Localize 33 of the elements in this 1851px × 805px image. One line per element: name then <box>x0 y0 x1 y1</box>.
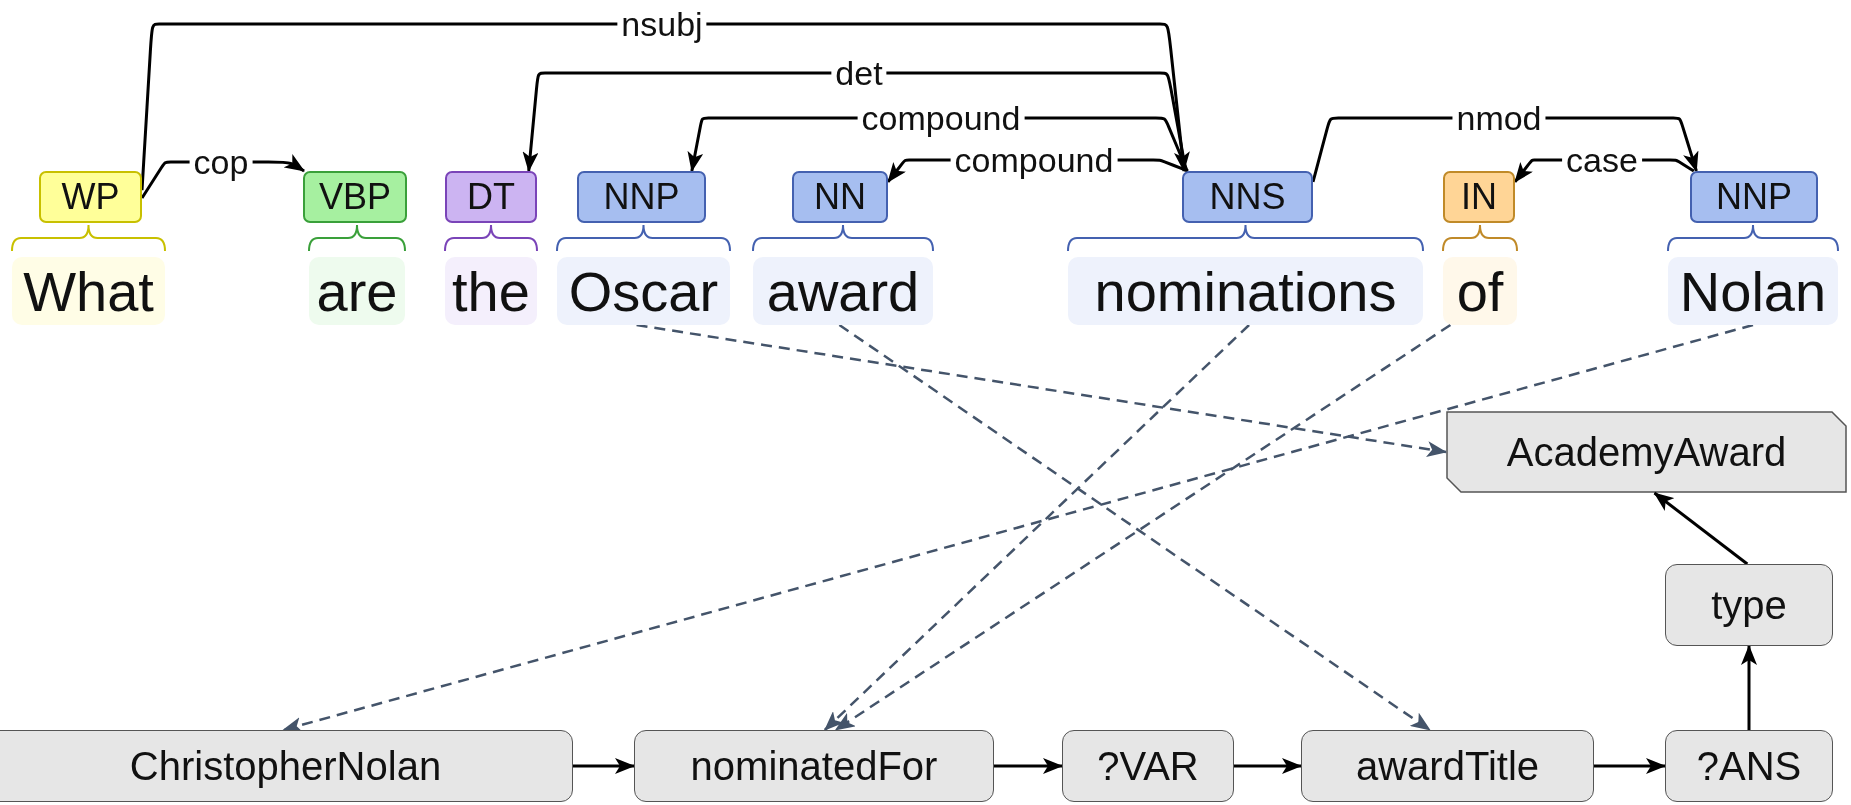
graph-node: type <box>1665 564 1833 646</box>
graph-node: nominatedFor <box>634 730 994 802</box>
dashed-arrow <box>823 324 1250 731</box>
word-token: What <box>12 257 165 325</box>
pos-tag: NNP <box>1690 171 1818 223</box>
dependency-arc <box>140 22 1190 191</box>
arrow <box>1741 645 1757 730</box>
pos-tag: VBP <box>303 171 407 223</box>
word-token: award <box>753 257 933 325</box>
arrow <box>1234 758 1302 774</box>
word-token: nominations <box>1068 257 1423 325</box>
arrow <box>1653 491 1749 566</box>
word-token: the <box>445 257 537 325</box>
pos-tag: NN <box>792 171 888 223</box>
arrow <box>994 758 1063 774</box>
graph-node: ChristopherNolan <box>0 730 573 802</box>
graph-node: AcademyAward <box>1446 411 1847 493</box>
pos-tag: IN <box>1443 171 1515 223</box>
pos-tag: WP <box>39 171 142 223</box>
arrow <box>573 758 635 774</box>
word-token: are <box>309 257 405 325</box>
arrow <box>1594 758 1666 774</box>
graph-node: ?VAR <box>1062 730 1234 802</box>
graph-node: ?ANS <box>1665 730 1833 802</box>
pos-tag: DT <box>445 171 537 223</box>
dashed-arrow <box>636 323 1447 457</box>
word-token: Oscar <box>557 257 730 325</box>
word-token: of <box>1443 257 1517 325</box>
word-token: Nolan <box>1668 257 1838 325</box>
pos-tag: NNP <box>577 171 706 223</box>
dependency-arc <box>522 71 1188 172</box>
graph-node: awardTitle <box>1301 730 1594 802</box>
pos-tag: NNS <box>1182 171 1313 223</box>
